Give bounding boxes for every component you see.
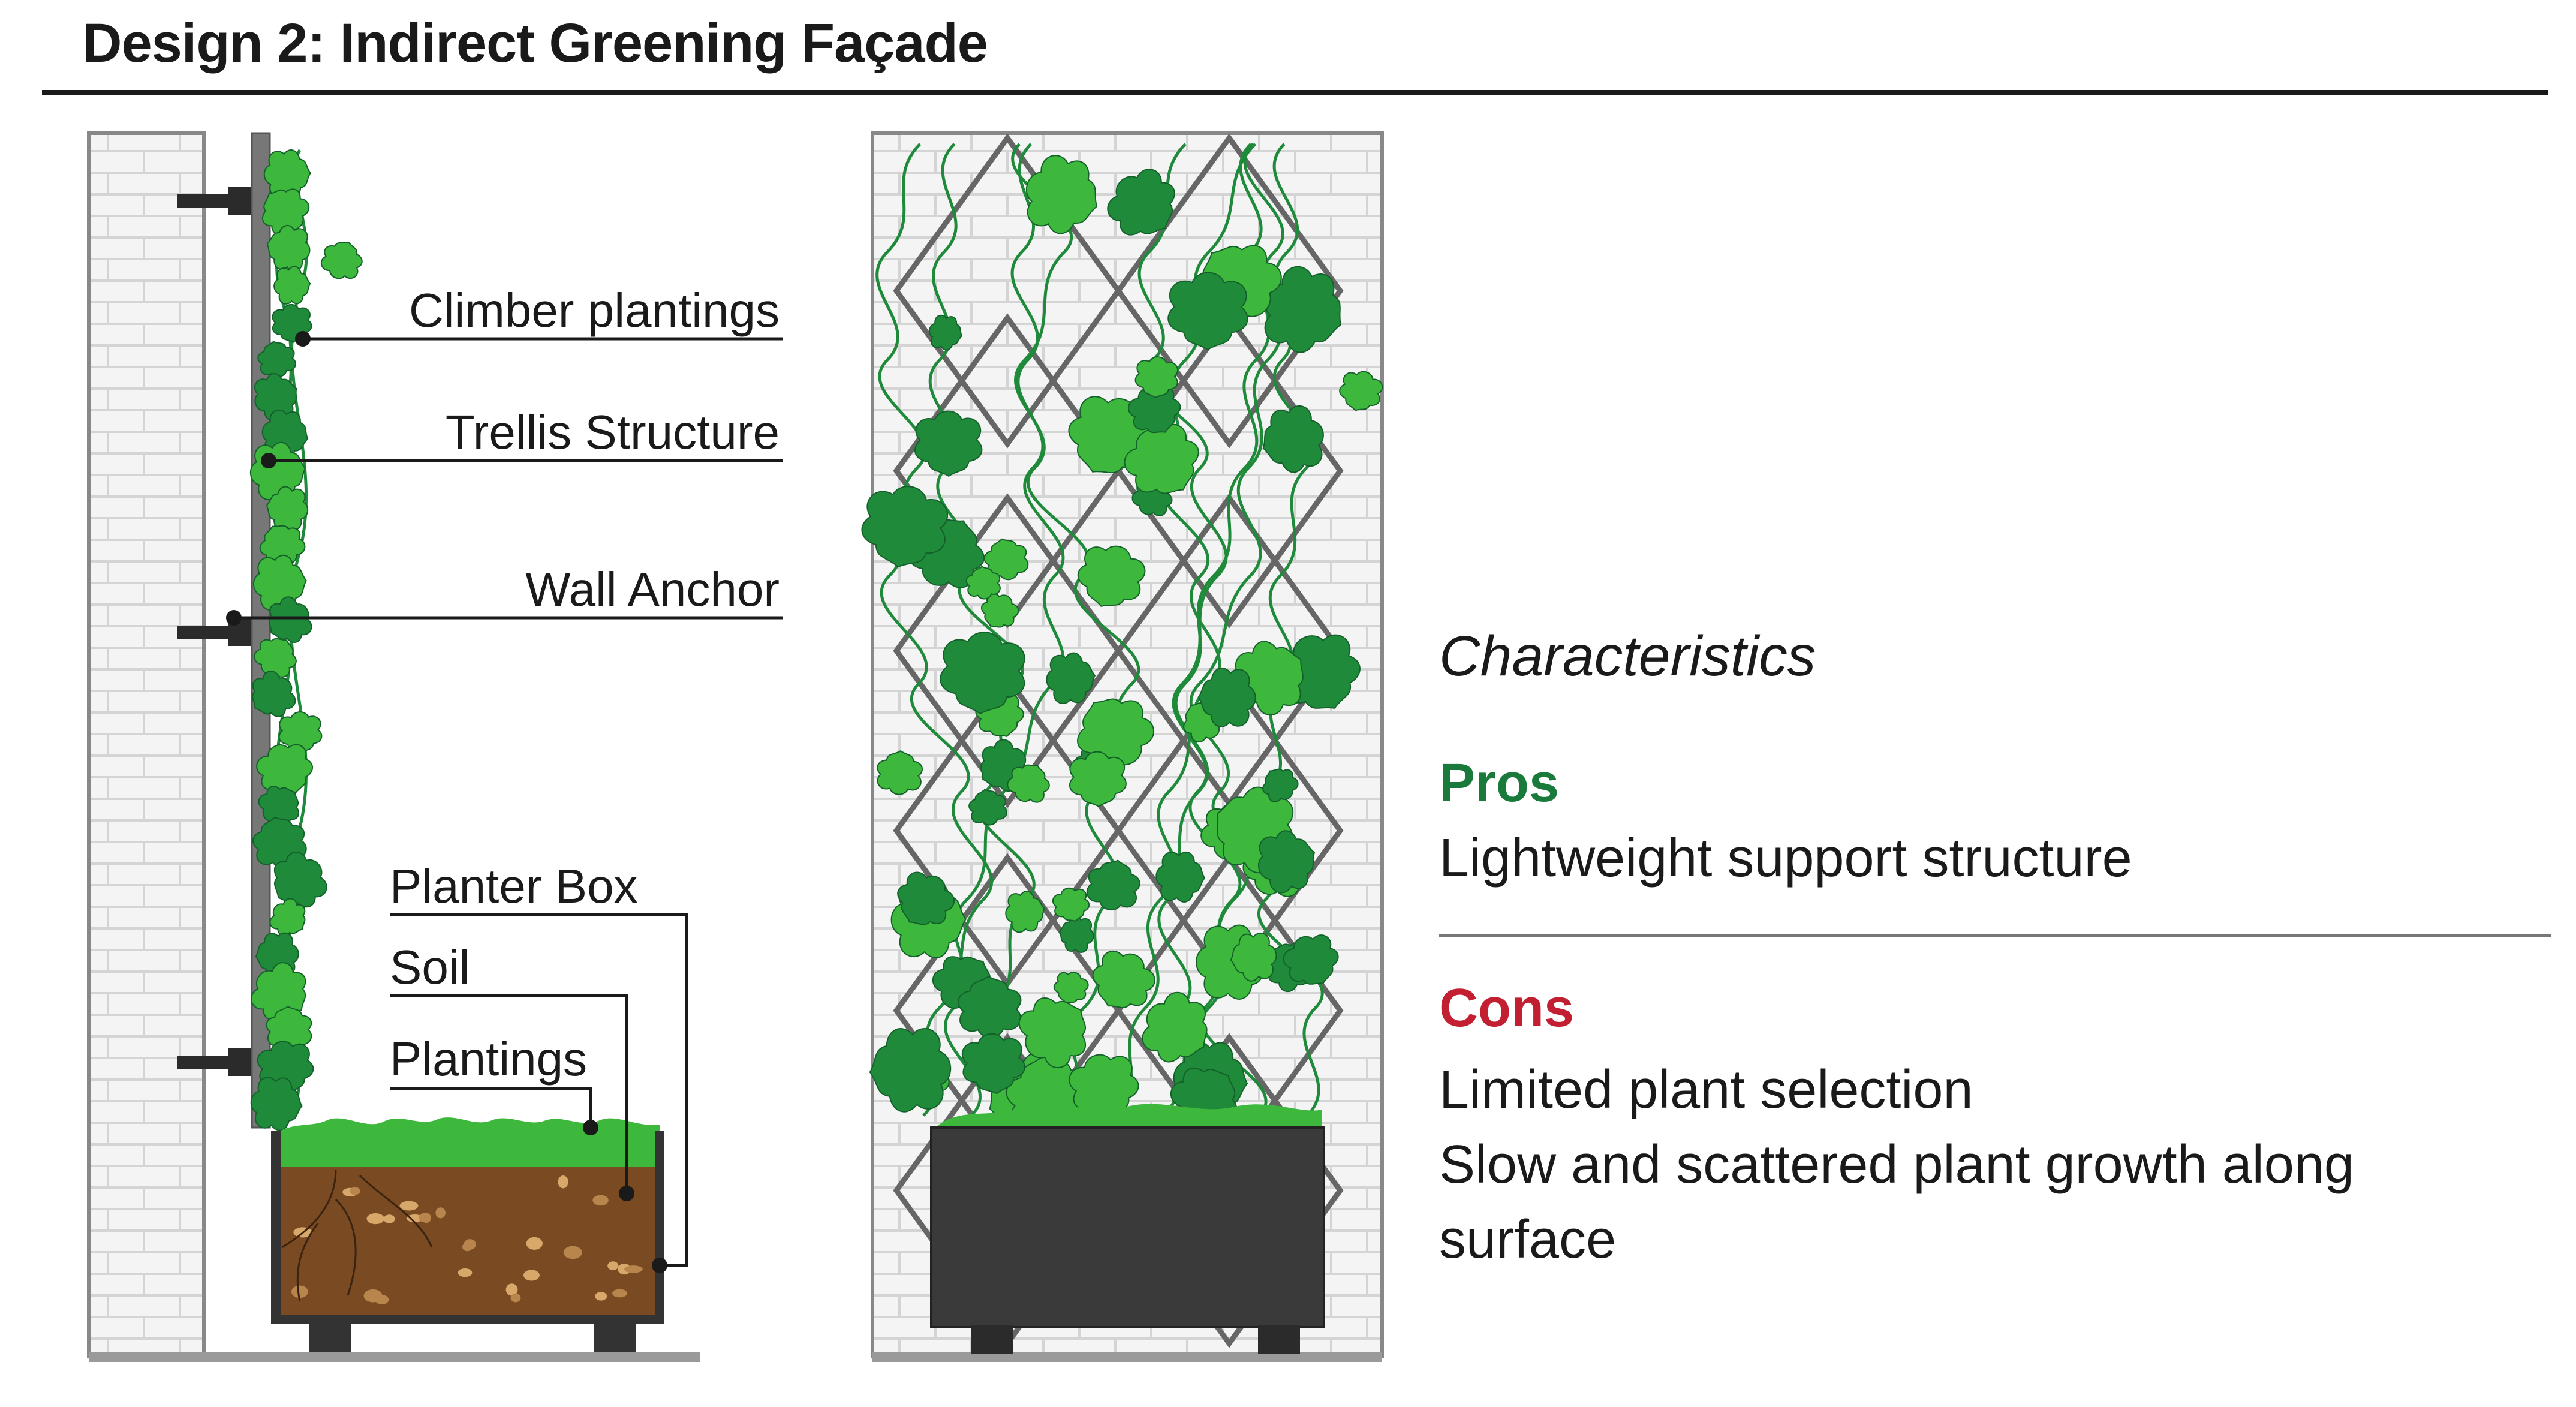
section-view: Climber plantings Trellis Structure Wall… (87, 131, 783, 1362)
soil-stone (523, 1270, 540, 1281)
soil-stone (526, 1237, 543, 1250)
brick-wall-section (87, 131, 206, 1358)
soil-stone (399, 1201, 419, 1211)
soil-stone (624, 1265, 643, 1273)
label-soil: Soil (390, 940, 470, 994)
elevation-view (856, 131, 1387, 1362)
ground-line-right (872, 1352, 1382, 1362)
cons-label: Cons (1439, 978, 1574, 1038)
soil-stone (592, 1195, 609, 1206)
vine-stem (1011, 143, 1140, 1117)
title-divider (42, 90, 2548, 95)
planter-box-outline (271, 1131, 664, 1324)
planter-box-section (271, 1117, 664, 1352)
ivy-leaf (317, 235, 368, 285)
soil-stone (350, 1187, 360, 1195)
soil-stone (558, 1175, 568, 1189)
soil-stone (363, 1289, 383, 1303)
cons-item: surface (1439, 1210, 1617, 1270)
cons-list: Limited plant selection Slow and scatter… (1439, 1053, 2554, 1277)
label-wall-anchor: Wall Anchor (525, 563, 780, 616)
soil-stone (563, 1246, 582, 1259)
soil-stone (612, 1289, 627, 1298)
ground-line-left (89, 1352, 700, 1362)
cons-item: Slow and scattered plant growth along (1439, 1135, 2354, 1195)
label-plantings: Plantings (390, 1032, 587, 1086)
soil-stone (419, 1213, 429, 1222)
cons-item: Limited plant selection (1439, 1060, 1973, 1120)
soil-stone (462, 1243, 473, 1252)
label-planter-box: Planter Box (390, 859, 638, 913)
planter-body (930, 1126, 1325, 1328)
callout-lines (234, 337, 783, 1267)
soil-stone (510, 1293, 521, 1303)
vine-stem (928, 143, 1036, 1117)
pros-label: Pros (1439, 753, 1560, 813)
soil-stones (291, 1175, 643, 1304)
soil-stone (366, 1213, 384, 1225)
soil-stone (383, 1214, 395, 1223)
page-title: Design 2: Indirect Greening Façade (82, 13, 988, 74)
roots (281, 1169, 433, 1302)
soil-stone (607, 1261, 619, 1271)
characteristics-heading: Characteristics (1439, 624, 1816, 688)
soil-stone (291, 1285, 308, 1298)
callout-dots (226, 331, 667, 1273)
pros-cons-divider (1439, 934, 2551, 937)
soil-stone (595, 1292, 607, 1301)
soil-stone (458, 1268, 473, 1277)
trellis-diamond (893, 493, 1122, 808)
label-trellis-structure: Trellis Structure (446, 405, 780, 459)
trellis-diamond (1115, 133, 1344, 449)
planter-box-elevation (930, 1104, 1325, 1354)
label-climber-plantings: Climber plantings (409, 284, 780, 337)
soil-stone (505, 1283, 518, 1296)
vine-stem (875, 143, 994, 1117)
planter-foot-right (1258, 1325, 1300, 1354)
planting-groundcover (276, 1117, 660, 1167)
soil-stone (406, 1214, 423, 1223)
pros-item: Lightweight support structure (1439, 828, 2132, 888)
soil-stone (435, 1207, 446, 1219)
trellis-diamond (893, 133, 1122, 449)
planter-foot-left (971, 1325, 1013, 1354)
